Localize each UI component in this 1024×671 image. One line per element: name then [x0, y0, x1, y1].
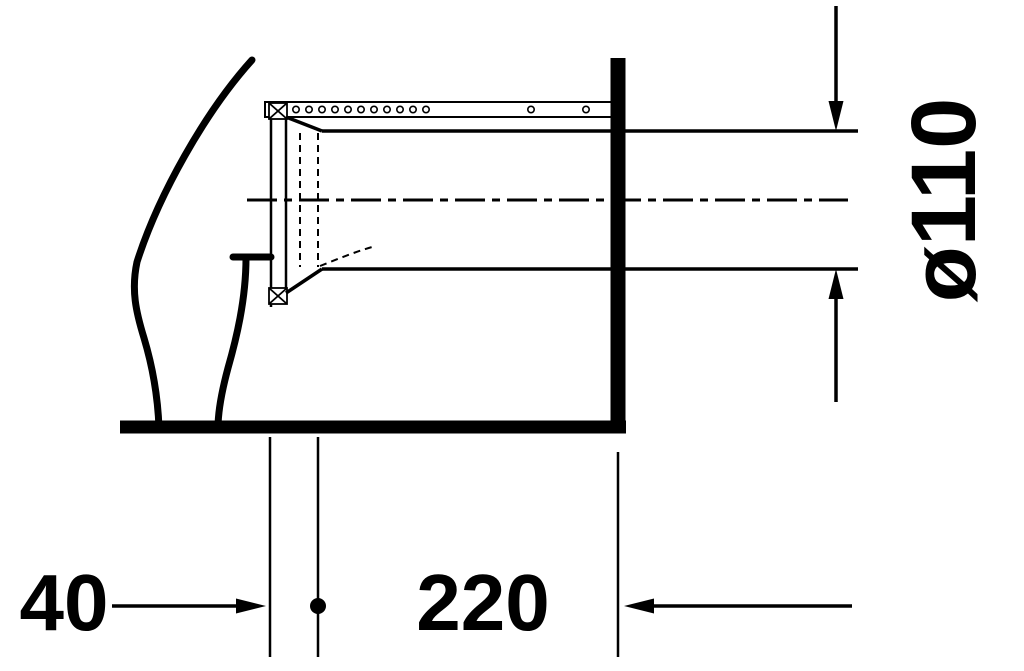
toilet-inner-curve: [214, 254, 250, 432]
extension-lines: [268, 437, 620, 657]
outlet-pipe: [247, 129, 858, 271]
fixing-strip: [264, 101, 613, 118]
dim-dia110-label: ø110: [893, 98, 995, 303]
dimension-40: 40: [20, 558, 326, 647]
fixing-strip-holes: [291, 105, 590, 114]
wall-and-floor: [120, 58, 626, 434]
dim-dia110-up-arrow: [828, 269, 844, 299]
dim-40-arrow: [236, 598, 266, 614]
flange-taper-top: [285, 115, 323, 133]
fixing-square-top: [268, 102, 288, 120]
flange-taper-bottom: [285, 267, 323, 295]
hidden-bowl-contour: [319, 246, 373, 267]
toilet-body-outline: [130, 56, 275, 432]
toilet-outer-curve: [130, 56, 256, 432]
outlet-flange: [264, 101, 613, 307]
dim-40-label: 40: [20, 558, 109, 647]
dim-220-arrow: [624, 598, 654, 614]
dimension-220: 220: [416, 558, 852, 647]
dim-220-label: 220: [416, 558, 549, 647]
fixing-square-bottom: [268, 287, 288, 305]
dim-reference-dot: [310, 598, 326, 614]
dimension-dia110: ø110: [828, 6, 995, 402]
dim-dia110-down-arrow: [828, 101, 844, 131]
